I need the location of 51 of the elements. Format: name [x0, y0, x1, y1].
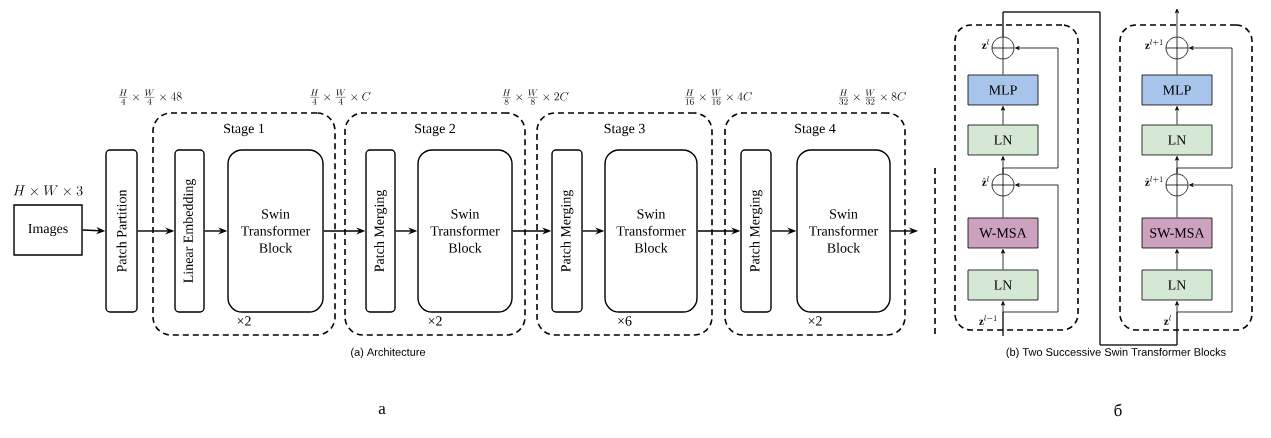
stage-label: Stage 4: [795, 123, 836, 137]
arrow: [1175, 8, 1179, 37]
transformer-block-box: Swin Transformer Block: [227, 149, 324, 313]
layer-norm-box: LN: [967, 269, 1039, 301]
variable-label: $\hat{\mathbf{z}}^{l+1}$: [1145, 176, 1163, 186]
dimension-label: $\frac{H}{16}\times\frac{W}{16}\times 4C$: [684, 89, 752, 105]
attention-box: W-MSA: [967, 217, 1039, 249]
repeat-label: ×2: [237, 316, 251, 326]
dimension-label: $\frac{H}{32}\times\frac{W}{32}\times 8C$: [838, 89, 906, 105]
transformer-block-box: Swin Transformer Block: [417, 149, 513, 313]
variable-label: $\mathbf{z}^{l+1}$: [1145, 39, 1163, 49]
variable-label: $\mathbf{z}^{l-1}$: [979, 315, 997, 325]
variable-label: $\mathbf{z}^{l}$: [1164, 315, 1171, 325]
layer-norm-box: LN: [1141, 124, 1213, 156]
panel-letter: б: [1114, 403, 1122, 417]
arrow: [1175, 249, 1179, 270]
repeat-label: ×2: [428, 316, 442, 326]
caption: (a) Architecture: [351, 347, 426, 359]
layer-box: Patch Merging: [551, 149, 583, 313]
variable-label: $\mathbf{z}^{l}$: [982, 39, 989, 49]
repeat-label: ×2: [808, 316, 822, 326]
mlp-box: MLP: [967, 74, 1039, 106]
arrow: [1175, 106, 1179, 125]
dimension-label: $\frac{H}{8}\times\frac{W}{8}\times 2C$: [502, 89, 569, 105]
panel-letter: а: [378, 405, 386, 415]
arrow: [1001, 106, 1005, 125]
image-box: Images: [13, 204, 83, 256]
attention-box: SW-MSA: [1141, 217, 1213, 249]
caption: (b) Two Successive Swin Transformer Blocks: [1006, 347, 1226, 359]
variable-label: $\hat{\mathbf{z}}^{l}$: [982, 176, 989, 186]
mlp-box: MLP: [1141, 74, 1213, 106]
repeat-label: ×6: [618, 316, 632, 326]
arrow: [1002, 183, 1059, 337]
transformer-block-box: Swin Transformer Block: [796, 149, 891, 313]
layer-box: Patch Merging: [365, 149, 396, 313]
dimension-label: $\frac{H}{4}\times\frac{W}{4}\times C$: [310, 89, 371, 105]
size-label: $H\times W\times 3$: [13, 185, 83, 196]
layer-box: Linear Embedding: [174, 149, 205, 313]
layer-norm-box: LN: [967, 124, 1039, 156]
layer-box: Patch Partition: [105, 149, 138, 313]
arrow: [1002, 11, 1233, 346]
arrow: [1001, 249, 1005, 270]
layer-box: Patch Merging: [740, 149, 772, 313]
stage-label: Stage 3: [604, 123, 645, 137]
dimension-label: $\frac{H}{4}\times\frac{W}{4}\times 48$: [119, 89, 182, 105]
layer-norm-box: LN: [1141, 269, 1213, 301]
transformer-block-box: Swin Transformer Block: [604, 149, 698, 313]
arrow: [1002, 46, 1059, 174]
stage-label: Stage 2: [415, 123, 456, 137]
stage-label: Stage 1: [224, 123, 264, 137]
arrow: [1176, 46, 1233, 174]
